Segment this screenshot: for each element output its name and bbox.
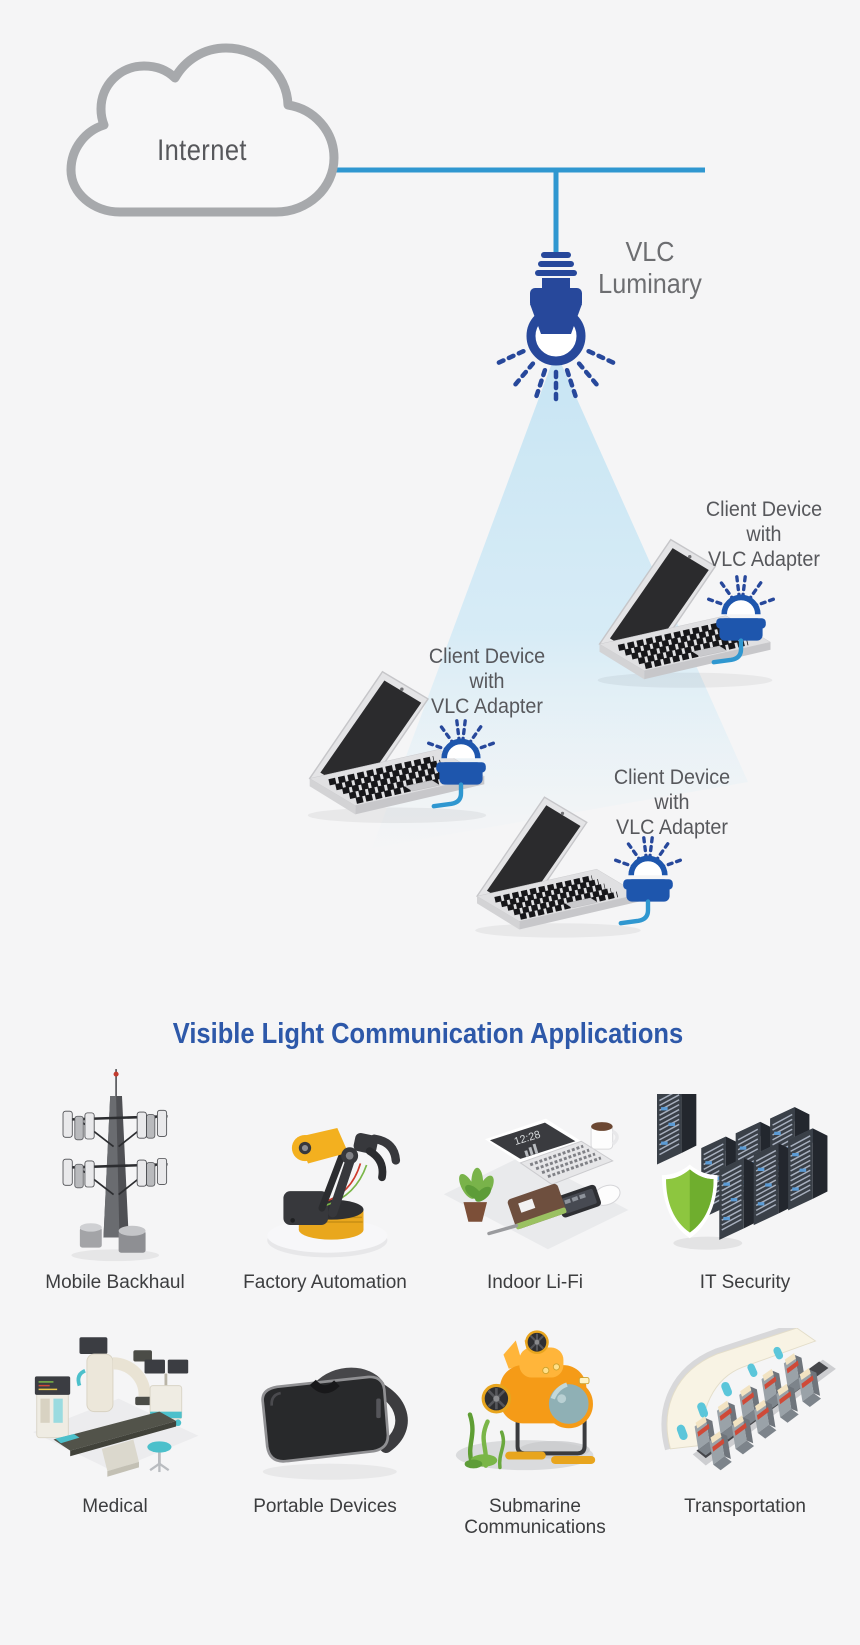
phone-icon	[557, 1184, 602, 1218]
application-item-medical: Medical	[10, 1288, 220, 1538]
cloud-icon	[66, 43, 339, 217]
client-device-label-3: Client Device with VLC Adapter	[613, 766, 731, 839]
c-arm-icon	[76, 1337, 152, 1413]
application-label: Medical	[82, 1496, 148, 1517]
vlc-luminary-line2: Luminary	[598, 268, 702, 299]
application-label: Submarine Communications	[464, 1496, 606, 1538]
vlc-luminary-line1: VLC	[625, 236, 675, 267]
vr-headset-icon	[260, 1367, 408, 1480]
server-shield-icon	[656, 1094, 829, 1250]
vlc-luminary-label: VLC Luminary	[598, 236, 702, 300]
application-item-indoor-lifi: 12:28	[430, 1056, 640, 1293]
application-item-portable-devices: Portable Devices	[220, 1288, 430, 1538]
led-lightbulb-icon	[495, 252, 617, 403]
application-item-it-security: IT Security	[640, 1056, 850, 1293]
client-device-label-2: Client Device with VLC Adapter	[428, 645, 546, 718]
pen-icon	[487, 1223, 519, 1236]
coffee-mug-icon	[590, 1122, 620, 1150]
submarine-rov-icon	[455, 1330, 595, 1471]
application-label: Factory Automation	[243, 1272, 407, 1293]
cell-tower-icon	[61, 1069, 169, 1262]
internet-label: Internet	[157, 134, 247, 167]
application-label: Indoor Li-Fi	[486, 1272, 584, 1293]
application-item-factory-automation: Factory Automation	[220, 1056, 430, 1293]
network-diagram	[66, 43, 860, 1000]
vlc-adapter-icon-3	[613, 835, 682, 923]
stool-icon	[147, 1441, 172, 1473]
client-device-label-1: Client Device with VLC Adapter	[705, 498, 823, 571]
application-item-transportation: Transportation	[640, 1288, 850, 1538]
application-label: Mobile Backhaul	[45, 1272, 185, 1293]
application-item-submarine-communications: Submarine Communications	[430, 1288, 640, 1538]
application-label: Transportation	[684, 1496, 806, 1517]
shield-icon	[661, 1164, 718, 1239]
application-label: Portable Devices	[253, 1496, 397, 1517]
plant-icon	[459, 1167, 495, 1222]
backhaul-line	[305, 167, 705, 254]
application-label: IT Security	[699, 1272, 791, 1293]
notebook-icon	[508, 1183, 567, 1230]
applications-row-2: Medical Portable Devices	[10, 1288, 850, 1538]
robot-arm-icon	[267, 1128, 401, 1258]
desk-workspace-icon: 12:28	[444, 1118, 629, 1250]
applications-row-1: Mobile Backhaul	[10, 1056, 850, 1293]
medical-equipment-icon	[32, 1337, 199, 1477]
airplane-cabin-icon	[661, 1328, 836, 1471]
application-item-mobile-backhaul: Mobile Backhaul	[10, 1056, 220, 1293]
cabin-windows	[676, 1346, 783, 1441]
applications-title: Visible Light Communication Applications	[172, 1018, 684, 1050]
